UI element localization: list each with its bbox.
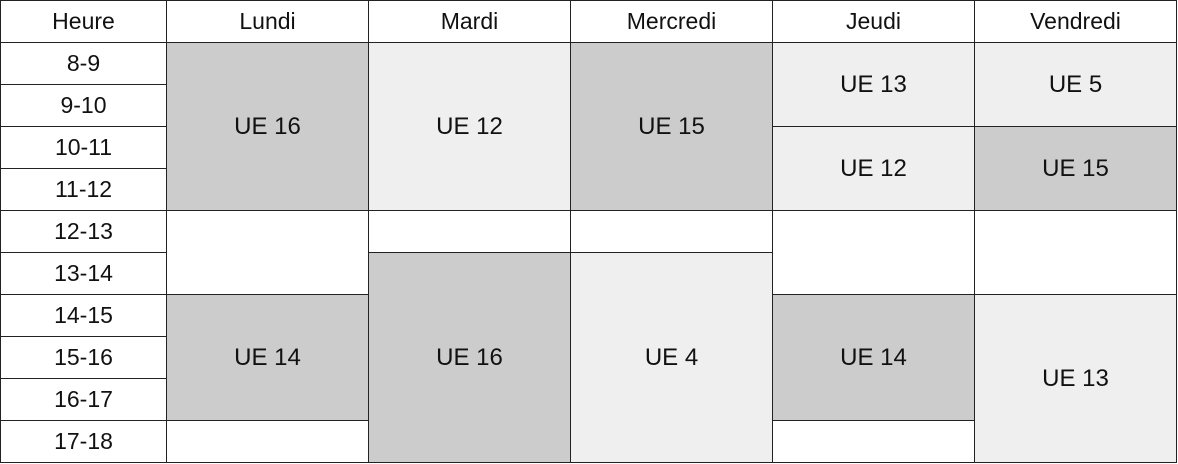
header-hour: Heure [0,0,167,43]
hour-cell: 9-10 [0,85,167,127]
header-day-jeudi: Jeudi [773,0,975,43]
empty-slot-jeudi [773,211,975,295]
course-block-jeudi: UE 14 [773,295,975,421]
header-day-mercredi: Mercredi [571,0,773,43]
hour-cell: 12-13 [0,211,167,253]
empty-slot-jeudi [773,421,975,463]
hour-cell: 17-18 [0,421,167,463]
hour-cell: 8-9 [0,43,167,85]
empty-slot-mercredi [571,211,773,253]
course-block-lundi: UE 16 [167,43,369,211]
empty-slot-vendredi [975,211,1177,295]
hour-cell: 15-16 [0,337,167,379]
course-block-vendredi: UE 5 [975,43,1177,127]
course-block-jeudi: UE 12 [773,127,975,211]
course-block-mercredi: UE 15 [571,43,773,211]
header-day-lundi: Lundi [167,0,369,43]
hour-cell: 14-15 [0,295,167,337]
header-day-mardi: Mardi [369,0,571,43]
course-block-mardi: UE 12 [369,43,571,211]
hour-cell: 13-14 [0,253,167,295]
hour-cell: 10-11 [0,127,167,169]
course-block-lundi: UE 14 [167,295,369,421]
course-block-jeudi: UE 13 [773,43,975,127]
hour-cell: 11-12 [0,169,167,211]
empty-slot-lundi [167,421,369,463]
header-day-vendredi: Vendredi [975,0,1177,43]
course-block-vendredi: UE 13 [975,295,1177,463]
empty-slot-mardi [369,211,571,253]
course-block-mercredi: UE 4 [571,253,773,463]
hour-cell: 16-17 [0,379,167,421]
course-block-mardi: UE 16 [369,253,571,463]
empty-slot-lundi [167,211,369,295]
course-block-vendredi: UE 15 [975,127,1177,211]
